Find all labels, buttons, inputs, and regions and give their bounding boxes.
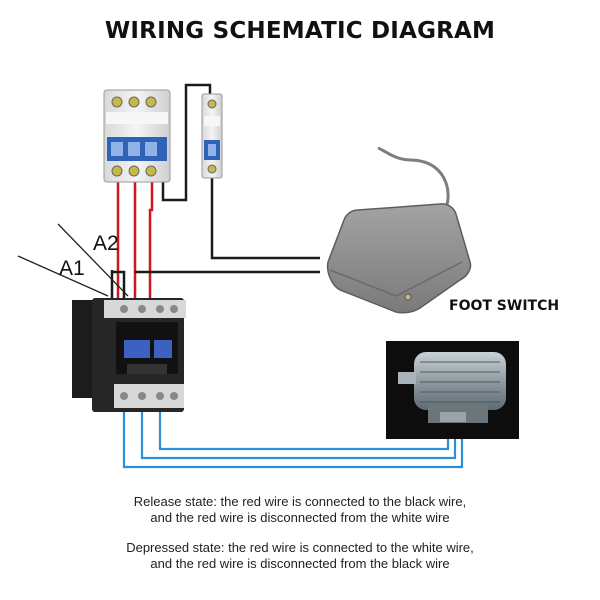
red-wires (110, 182, 154, 300)
release-state-line1: Release state: the red wire is connected… (133, 494, 467, 509)
motor-icon (386, 341, 519, 439)
release-state-line2: and the red wire is disconnected from th… (150, 510, 450, 525)
diagram-title: WIRING SCHEMATIC DIAGRAM (104, 18, 496, 44)
foot-pedal-icon (326, 146, 472, 314)
a-leader-lines (17, 223, 129, 297)
depressed-state-line2: and the red wire is disconnected from th… (150, 556, 450, 571)
depressed-state-line1: Depressed state: the red wire is connect… (126, 540, 474, 555)
coil-terminal-a1-label: A1 (59, 257, 85, 280)
three-pole-breaker-icon (103, 89, 171, 183)
coil-terminal-a2-label: A2 (93, 232, 119, 255)
contactor-icon (72, 298, 186, 412)
foot-switch-label: FOOT SWITCH (449, 298, 560, 314)
black-wires (112, 83, 320, 300)
single-pole-breaker-icon (201, 93, 223, 179)
